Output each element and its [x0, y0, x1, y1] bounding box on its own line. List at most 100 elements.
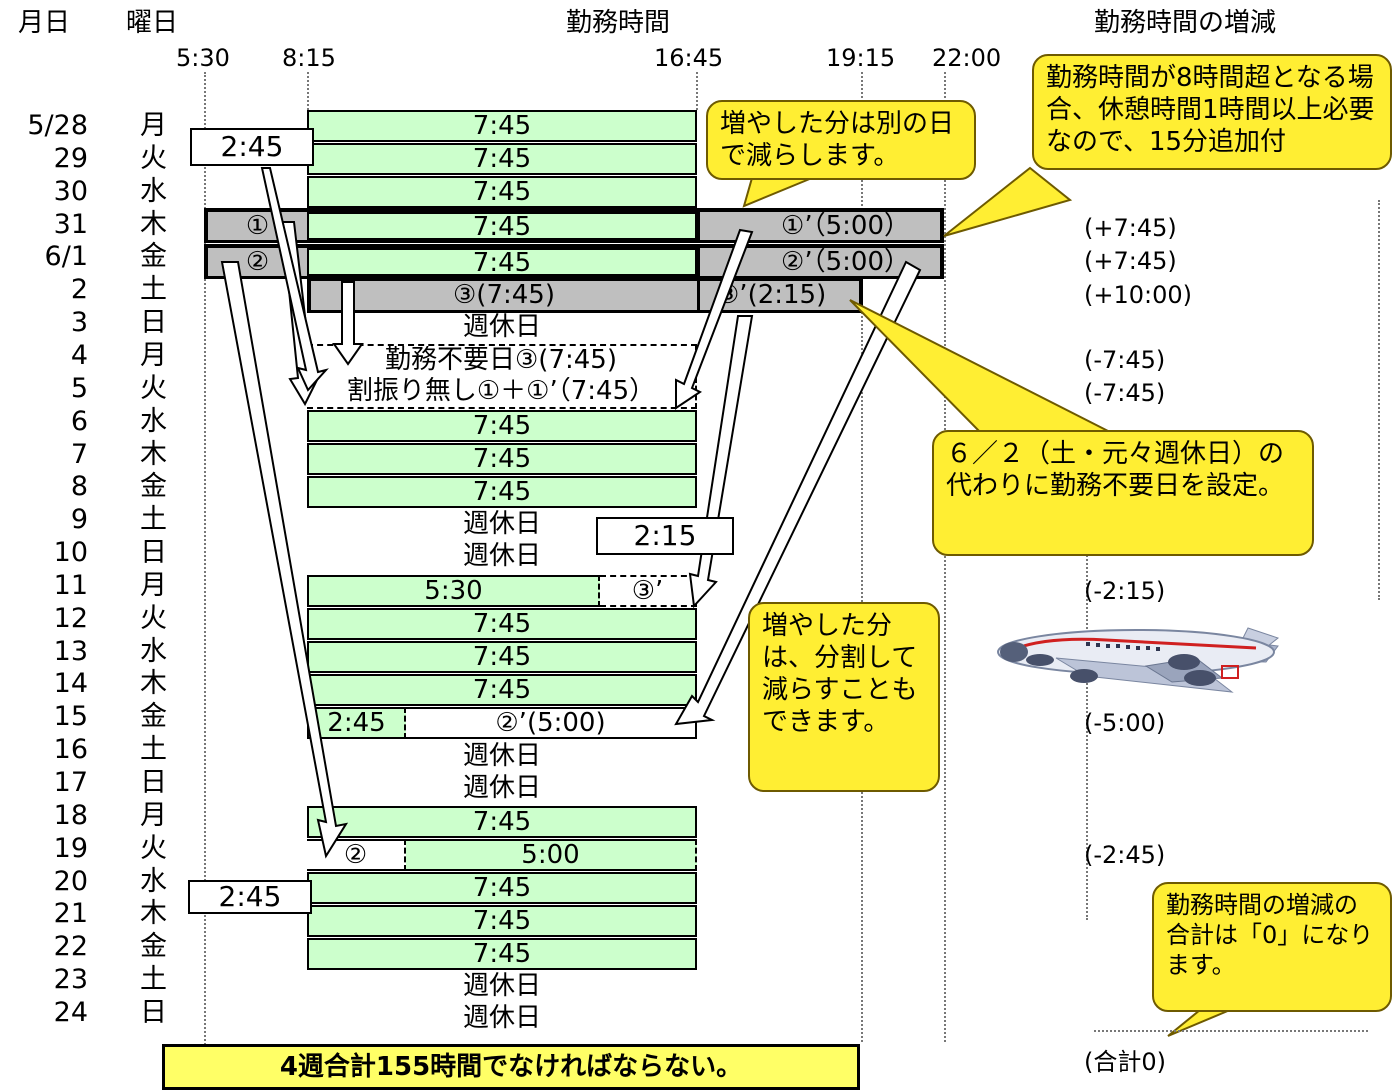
callout-split-reduce: 増やした分は、分割して減らすこともできます。 — [748, 602, 940, 792]
row-date: 18 — [53, 800, 88, 831]
row-date: 14 — [53, 668, 88, 699]
bar-0614: 7:45 — [307, 674, 697, 706]
row-date: 16 — [53, 734, 88, 765]
row-weekday: 月 — [140, 340, 167, 371]
row-date: 4 — [70, 340, 88, 371]
row-date: 6 — [70, 406, 88, 437]
row-date: 7 — [70, 439, 88, 470]
row-weekday: 日 — [140, 537, 167, 568]
row-date: 6/1 — [44, 241, 88, 272]
arrow-2prime-to-0615 — [674, 260, 922, 726]
delta-0601: (+7:45) — [1084, 247, 1177, 275]
total-dotted-line — [1094, 1030, 1368, 1032]
row-weekday: 水 — [140, 176, 167, 207]
airplane-illustration — [997, 627, 1280, 693]
bar-0530: 7:45 — [307, 176, 697, 208]
bar-0624-off: 週休日 — [462, 1003, 541, 1033]
bar-0611-ref: ③’ — [600, 575, 697, 607]
row-date: 5/28 — [27, 110, 88, 141]
header-hours: 勤務時間 — [566, 8, 671, 38]
row-weekday: 金 — [140, 931, 167, 962]
row-weekday: 水 — [140, 866, 167, 897]
bar-0608: 7:45 — [307, 476, 697, 508]
arrow-3-to-0604 — [332, 281, 364, 366]
delta-0619: (-2:45) — [1084, 841, 1166, 869]
row-weekday: 土 — [140, 734, 167, 765]
row-date: 19 — [53, 833, 88, 864]
row-date: 5 — [70, 373, 88, 404]
header-date: 月日 — [18, 8, 71, 38]
callout-unneeded-day: ６／２（土・元々週休日）の代わりに勤務不要日を設定。 — [932, 430, 1314, 556]
row-weekday: 木 — [140, 439, 167, 470]
bar-0601-main: 7:45 — [307, 248, 697, 276]
bar-0531-main: 7:45 — [307, 212, 697, 240]
header-weekday: 曜日 — [126, 8, 179, 38]
tick-0530: 5:30 — [176, 44, 230, 72]
bar-0623-off: 週休日 — [462, 971, 541, 1001]
row-date: 20 — [53, 866, 88, 897]
delta-0602: (+10:00) — [1084, 281, 1192, 309]
bar-0603-off: 週休日 — [462, 312, 541, 342]
row-weekday: 火 — [140, 603, 167, 634]
row-date: 24 — [53, 997, 88, 1028]
bar-0615-left: 2:45 — [307, 707, 406, 739]
row-weekday: 日 — [140, 997, 167, 1028]
pointer-c3 — [849, 299, 1111, 433]
row-weekday: 水 — [140, 636, 167, 667]
row-date: 10 — [53, 537, 88, 568]
row-date: 23 — [53, 964, 88, 995]
row-date: 21 — [53, 898, 88, 929]
tick-1645: 16:45 — [654, 44, 724, 72]
row-date: 8 — [70, 471, 88, 502]
bar-0619-right: 5:00 — [406, 839, 697, 871]
pointer-c1 — [742, 177, 813, 208]
bar-0612: 7:45 — [307, 608, 697, 640]
guide-0530 — [204, 72, 206, 1052]
row-weekday: 金 — [140, 471, 167, 502]
row-weekday: 月 — [140, 570, 167, 601]
row-weekday: 木 — [140, 668, 167, 699]
delta-0611: (-2:15) — [1084, 577, 1166, 605]
box-215: 2:15 — [596, 517, 734, 555]
tick-1915: 19:15 — [826, 44, 896, 72]
row-date: 15 — [53, 701, 88, 732]
bar-0528: 7:45 — [307, 110, 697, 142]
arrow-2-to-0619 — [220, 261, 349, 859]
delta-total: (合計0) — [1084, 1048, 1166, 1076]
bar-0606: 7:45 — [307, 410, 697, 442]
bar-0620: 7:45 — [307, 872, 697, 904]
row-weekday: 木 — [140, 898, 167, 929]
delta-0531: (+7:45) — [1084, 214, 1177, 242]
row-date: 2 — [70, 274, 88, 305]
bar-0616-off: 週休日 — [462, 741, 541, 771]
delta-0605: (-7:45) — [1084, 379, 1166, 407]
bar-0602-main: ③(7:45) — [311, 281, 697, 310]
bar-0604: 勤務不要日③(7:45) — [307, 344, 697, 376]
bar-0607: 7:45 — [307, 443, 697, 475]
delta-0615: (-5:00) — [1084, 709, 1166, 737]
row-date: 3 — [70, 307, 88, 338]
bar-0618: 7:45 — [307, 806, 697, 838]
row-date: 11 — [53, 570, 88, 601]
bar-0622: 7:45 — [307, 938, 697, 970]
guide-1915 — [861, 72, 863, 1042]
row-weekday: 土 — [140, 504, 167, 535]
row-date: 31 — [53, 209, 88, 240]
bar-0621: 7:45 — [307, 905, 697, 937]
row-date: 17 — [53, 767, 88, 798]
bar-0617-off: 週休日 — [462, 773, 541, 803]
box-245-top: 2:45 — [190, 128, 314, 166]
pointer-c5 — [1167, 1009, 1231, 1037]
row-weekday: 月 — [140, 800, 167, 831]
bar-0611-main: 5:30 — [307, 575, 600, 607]
guide-0815 — [307, 72, 309, 110]
row-weekday: 日 — [140, 767, 167, 798]
header-change: 勤務時間の増減 — [1094, 8, 1277, 38]
row-weekday: 月 — [140, 110, 167, 141]
row-date: 13 — [53, 636, 88, 667]
row-weekday: 火 — [140, 143, 167, 174]
bar-0613: 7:45 — [307, 641, 697, 673]
row-weekday: 土 — [140, 964, 167, 995]
